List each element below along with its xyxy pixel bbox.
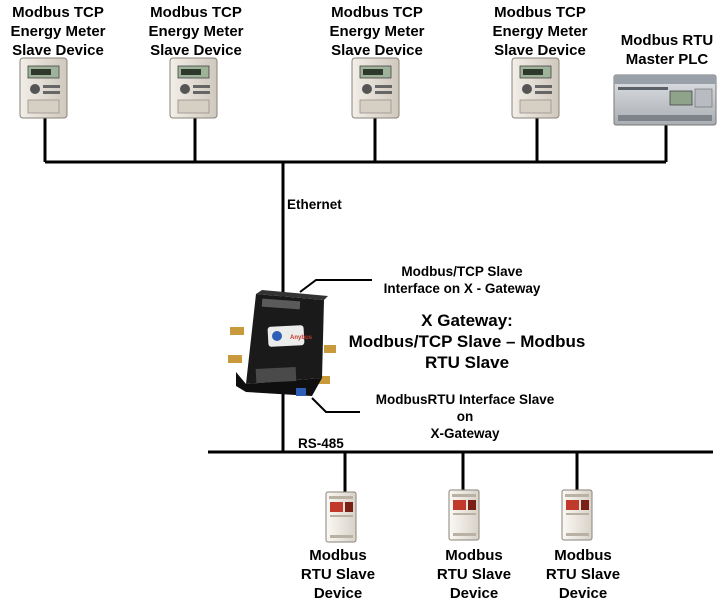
- energy-meter-2: [169, 57, 218, 119]
- energy-meter-4: [511, 57, 560, 119]
- plc-device: [613, 74, 717, 126]
- rtu-slave-label-1: Modbus RTU Slave Device: [300, 547, 376, 602]
- gateway-title: X Gateway: Modbus/TCP Slave – Modbus RTU…: [348, 311, 586, 372]
- rs485-bus: [208, 450, 713, 492]
- rtu-drive-3: [561, 489, 593, 541]
- tcp-interface-label: Modbus/TCP Slave Interface on X - Gatewa…: [383, 264, 541, 296]
- meter-label-1: Modbus TCP Energy Meter Slave Device: [10, 4, 106, 59]
- rtu-interface-label: ModbusRTU Interface Slave on X-Gateway: [375, 392, 555, 441]
- callout-lines: [299, 279, 372, 413]
- rtu-slave-label-3: Modbus RTU Slave Device: [545, 547, 621, 602]
- meter-label-2: Modbus TCP Energy Meter Slave Device: [148, 4, 244, 59]
- ethernet-label: Ethernet: [287, 197, 342, 212]
- rtu-drive-1: [325, 491, 357, 543]
- gateway-device: Anybus: [228, 290, 336, 396]
- energy-meter-1: [19, 57, 68, 119]
- meter-label-3: Modbus TCP Energy Meter Slave Device: [329, 4, 425, 59]
- rtu-drive-2: [448, 489, 480, 541]
- rs485-label: RS-485: [298, 436, 344, 451]
- energy-meter-3: [351, 57, 400, 119]
- rtu-slave-label-2: Modbus RTU Slave Device: [436, 547, 512, 602]
- plc-label: Modbus RTU Master PLC: [620, 32, 714, 68]
- gateway-logo: Anybus: [290, 335, 313, 341]
- meter-label-4: Modbus TCP Energy Meter Slave Device: [492, 4, 588, 59]
